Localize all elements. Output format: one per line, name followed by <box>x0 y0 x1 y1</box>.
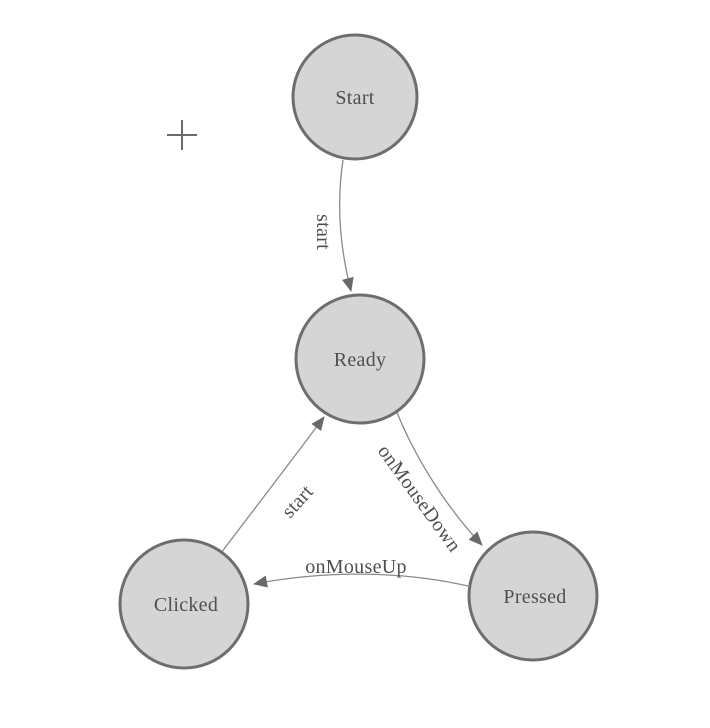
node-ready[interactable]: Ready <box>294 293 426 425</box>
node-pressed[interactable]: Pressed <box>467 530 599 662</box>
node-clicked-label: Clicked <box>154 594 218 616</box>
edge-start-to-ready-label: start <box>312 214 334 250</box>
edge-clicked-to-ready-path[interactable] <box>220 416 325 554</box>
node-start[interactable]: Start <box>291 33 419 161</box>
edge-start-to-ready[interactable]: start <box>312 159 354 292</box>
node-ready-circle[interactable] <box>294 293 426 425</box>
edge-clicked-to-ready-label: start <box>278 481 318 523</box>
edge-pressed-to-clicked-label: onMouseUp <box>305 556 407 578</box>
edge-ready-to-pressed-path[interactable] <box>395 409 483 546</box>
edge-clicked-to-ready[interactable]: start <box>220 416 325 554</box>
edge-start-to-ready-path[interactable] <box>339 159 354 292</box>
node-clicked[interactable]: Clicked <box>118 538 250 670</box>
node-start-circle[interactable] <box>291 33 419 161</box>
node-start-label: Start <box>335 87 374 109</box>
edge-pressed-to-clicked-path[interactable] <box>253 573 469 588</box>
node-ready-label: Ready <box>334 349 387 371</box>
node-pressed-circle[interactable] <box>467 530 599 662</box>
plus-icon[interactable] <box>167 120 197 150</box>
edge-pressed-to-clicked[interactable]: onMouseUp <box>253 556 469 588</box>
node-pressed-label: Pressed <box>503 586 566 608</box>
node-clicked-circle[interactable] <box>118 538 250 670</box>
edge-ready-to-pressed[interactable]: onMouseDown <box>373 409 483 556</box>
